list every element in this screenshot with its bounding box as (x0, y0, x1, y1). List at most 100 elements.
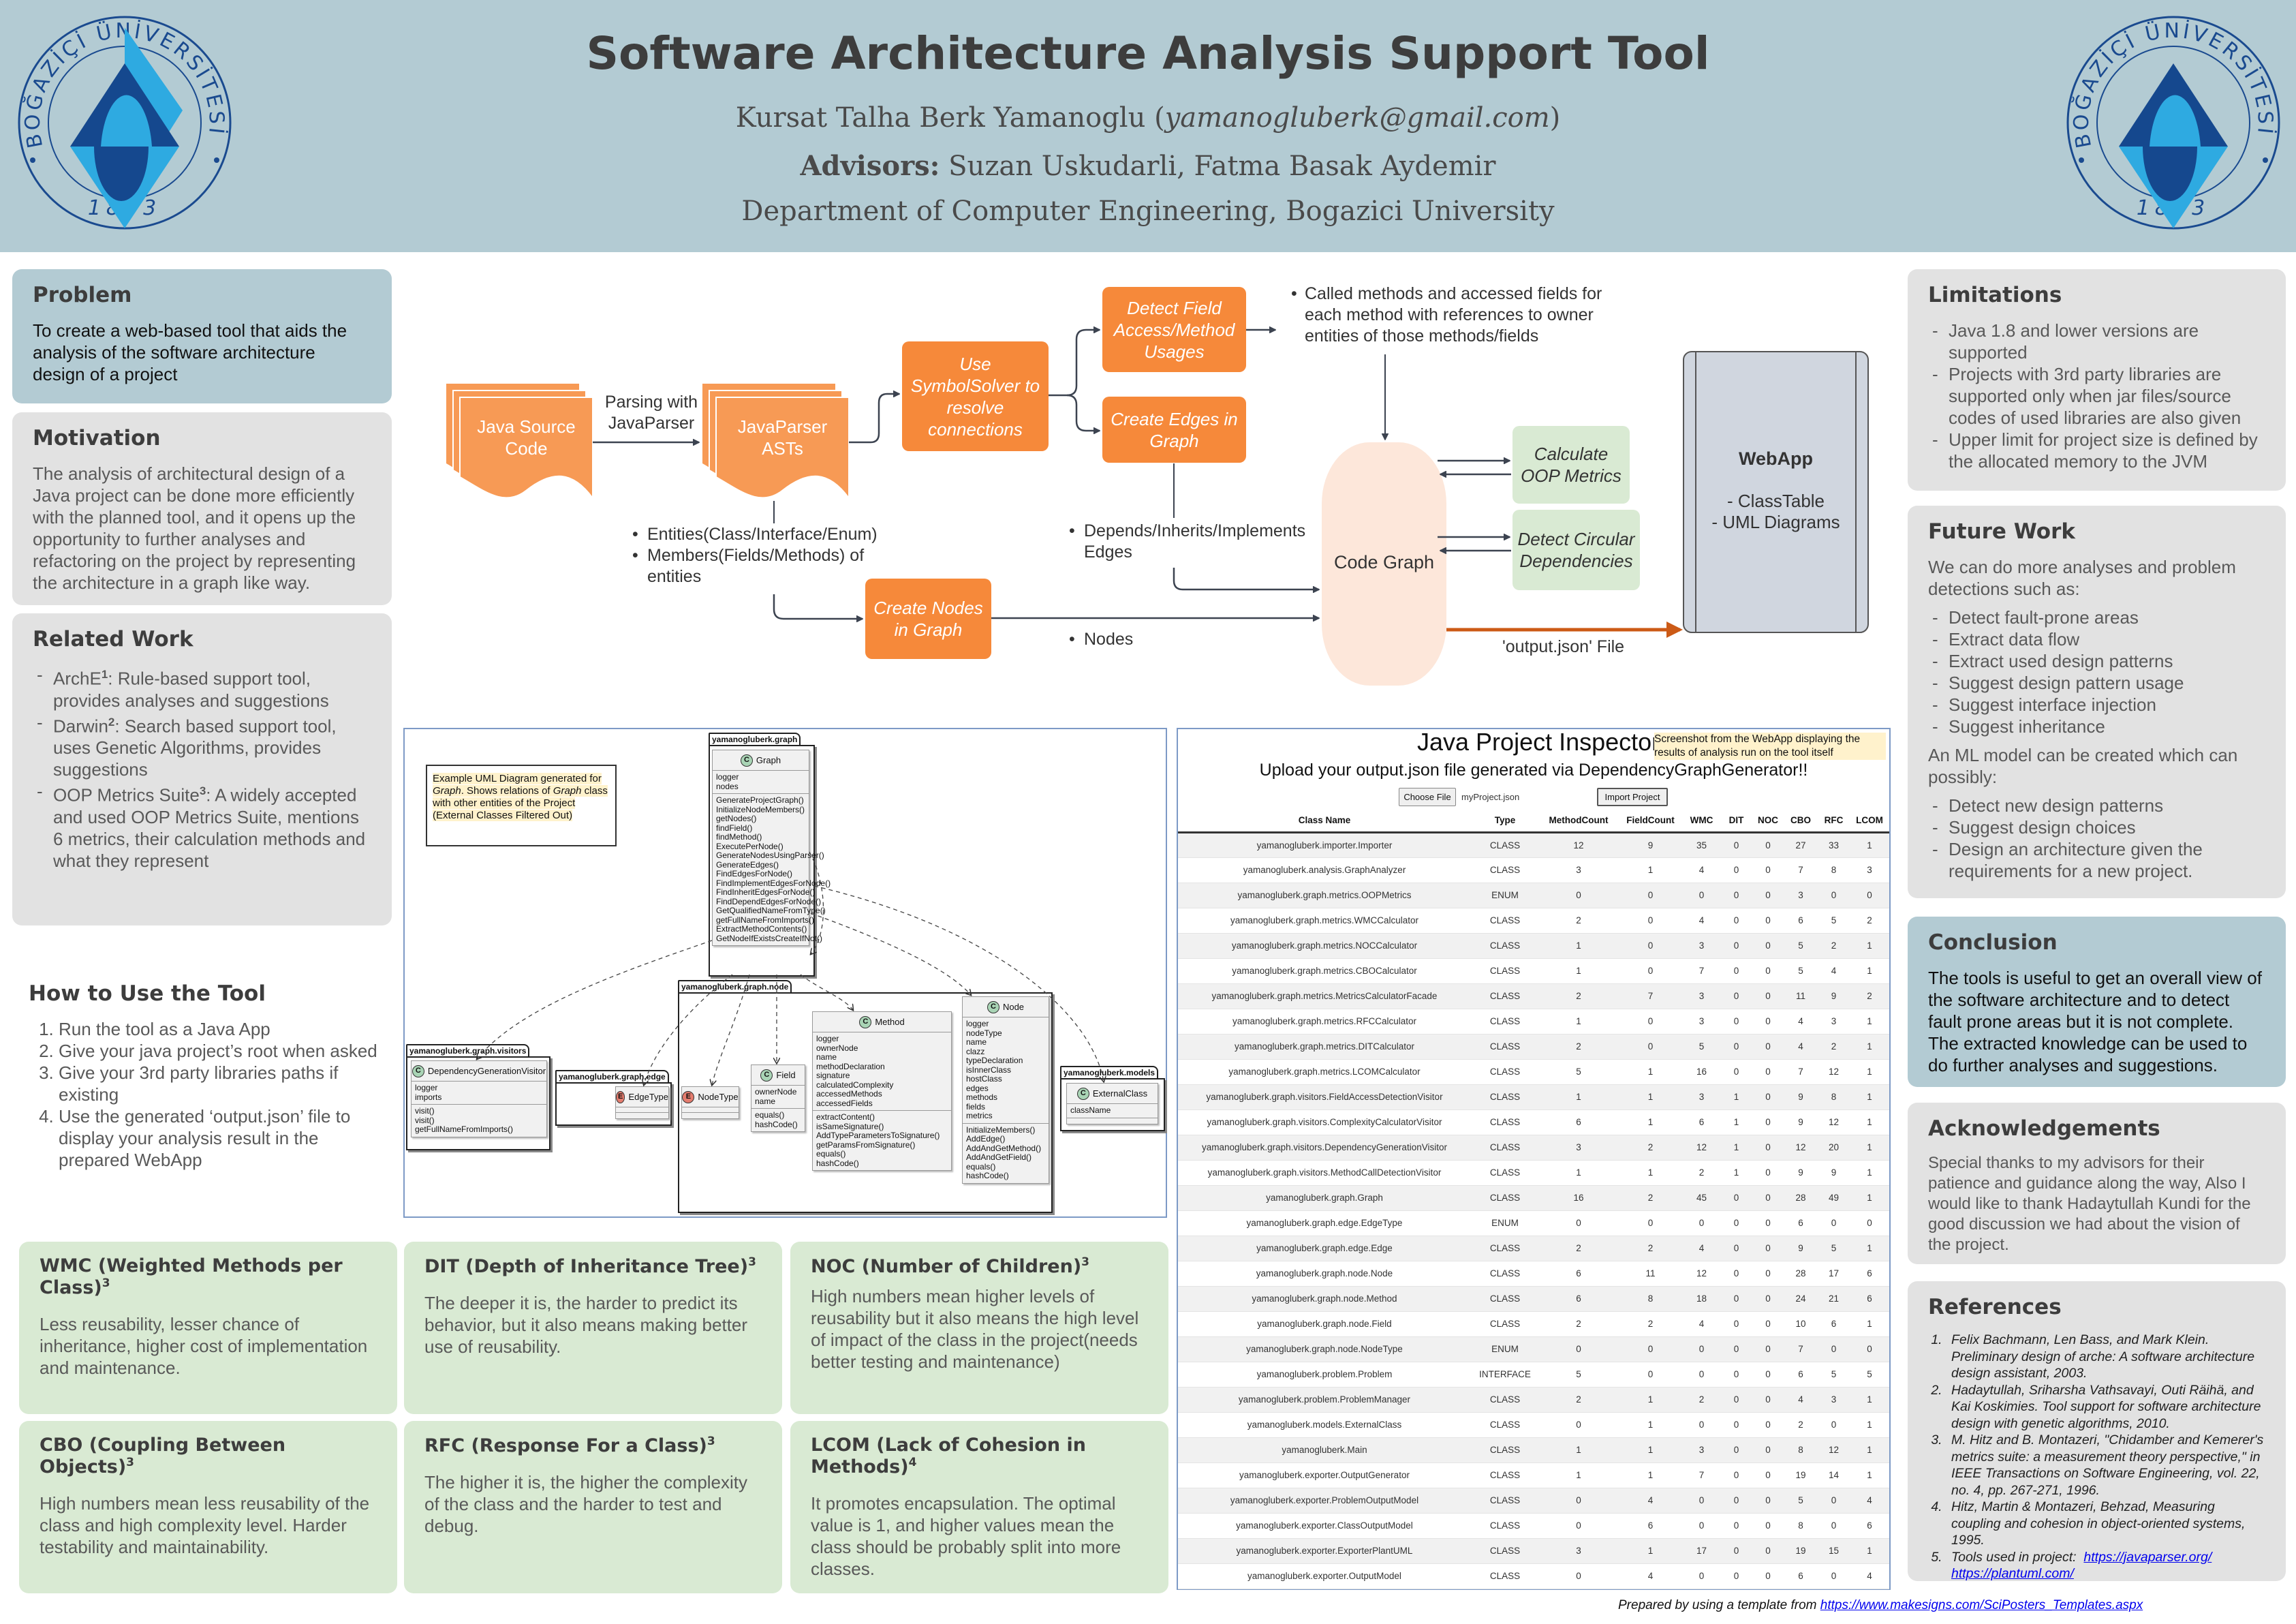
metric-cell: CLASS (1471, 1084, 1539, 1110)
plantuml-link[interactable]: https://plantuml.com/ (1951, 1566, 2074, 1581)
class-field: logger (716, 772, 739, 782)
class-name-cell: yamanogluberk.graph.metrics.DITCalculato… (1178, 1034, 1471, 1060)
related-work-item: OOP Metrics Suite3: A widely accepted an… (33, 780, 371, 872)
label-text: Nodes (1084, 630, 1134, 649)
metric-cell: 1 (1850, 1059, 1889, 1085)
advisors-label: Advisors: (800, 150, 940, 182)
advisors-names: Suzan Uskudarli, Fatma Basak Aydemir (948, 151, 1496, 182)
class-name-cell: yamanogluberk.Main (1178, 1437, 1471, 1463)
metric-cell: CLASS (1471, 958, 1539, 984)
class-method: ExtractMethodContents() (716, 924, 807, 934)
metric-cell: CLASS (1471, 1488, 1539, 1514)
metric-cell: 0 (1752, 1109, 1784, 1135)
class-method: findMethod() (716, 832, 762, 842)
class-method: hashCode() (755, 1119, 798, 1129)
class-field: nodeType (966, 1028, 1002, 1038)
metric-text: Less reusability, lesser chance of inher… (40, 1314, 368, 1378)
metric-cell: 0 (1720, 1210, 1752, 1236)
metric-cell: 0 (1720, 1362, 1752, 1388)
references-section: References Felix Bachmann, Len Bass, and… (1908, 1281, 2286, 1581)
metric-cell: 0 (1752, 1084, 1784, 1110)
metric-cell: 12 (1683, 1261, 1720, 1287)
class-field: logger (415, 1083, 438, 1092)
class-method: GetNodeIfExistsCreateIfNot() (716, 933, 823, 943)
uml-note: Example UML Diagram generated for Graph.… (426, 765, 617, 846)
metric-cell: CLASS (1471, 1412, 1539, 1438)
metric-cell: 1 (1850, 1185, 1889, 1211)
detect-field-access-node: Detect Field Access/Method Usages (1102, 287, 1246, 372)
metric-cell: 5 (1539, 1059, 1618, 1085)
metric-cell: 0 (1618, 1210, 1683, 1236)
metric-cell: 0 (1539, 1336, 1618, 1362)
metric-cell: CLASS (1471, 1185, 1539, 1211)
metric-cell: 5 (1784, 958, 1818, 984)
metric-cell: CLASS (1471, 1286, 1539, 1312)
class-name-cell: yamanogluberk.graph.visitors.FieldAccess… (1178, 1084, 1471, 1110)
metric-cell: 2 (1683, 1387, 1720, 1413)
metric-cell: 5 (1784, 933, 1818, 959)
metric-cell: 12 (1818, 1437, 1850, 1463)
class-method: visit() (415, 1115, 435, 1125)
metric-cell: 1 (1539, 1462, 1618, 1488)
import-project-button[interactable]: Import Project (1597, 788, 1668, 806)
inspector-title: Java Project Inspector (1417, 728, 1660, 756)
class-badge-icon: C (412, 1064, 424, 1077)
webapp-shape (1683, 351, 1869, 633)
section-title: Acknowledgements (1928, 1116, 2160, 1141)
metric-cell: 0 (1720, 857, 1752, 883)
metric-cell: 24 (1784, 1286, 1818, 1312)
metric-cell: CLASS (1471, 1513, 1539, 1539)
metric-cell: 2 (1539, 1034, 1618, 1060)
metric-cell: 1 (1850, 1538, 1889, 1564)
metric-cell: 8 (1618, 1286, 1683, 1312)
note-text: Graph (433, 785, 461, 797)
ref-marker: 3 (748, 1255, 756, 1269)
metric-cell: 0 (1720, 1437, 1752, 1463)
choose-file-button[interactable]: Choose File (1399, 788, 1456, 806)
motivation-section: Motivation The analysis of architectural… (12, 412, 392, 605)
javaparser-link[interactable]: https://javaparser.org/ (2083, 1549, 2212, 1565)
label-text: Members(Fields/Methods) of entities (647, 546, 865, 586)
metric-cell: 1 (1618, 857, 1683, 883)
footer-text: Prepared by using a template from (1618, 1598, 1820, 1612)
metric-cell: 1 (1618, 1387, 1683, 1413)
metric-cell: 0 (1720, 908, 1752, 934)
limitation-item: Java 1.8 and lower versions are supporte… (1928, 320, 2265, 363)
metric-cell: 2 (1784, 1412, 1818, 1438)
metric-cell: 1 (1720, 1084, 1752, 1110)
metric-cell: 0 (1720, 933, 1752, 959)
future-work-section: Future Work We can do more analyses and … (1908, 506, 2286, 898)
metric-cell: 1 (1539, 933, 1618, 959)
template-link[interactable]: https://www.makesigns.com/SciPosters_Tem… (1820, 1598, 2143, 1612)
ml-item: Suggest design choices (1928, 816, 2265, 838)
metric-cell: 0 (1618, 1009, 1683, 1035)
metric-cell: 0 (1720, 1236, 1752, 1261)
table-row: yamanogluberk.graph.metrics.CBOCalculato… (1178, 958, 1889, 984)
class-name-cell: yamanogluberk.graph.visitors.ComplexityC… (1178, 1109, 1471, 1135)
metric-cell: CLASS (1471, 933, 1539, 959)
class-field: signature (816, 1071, 850, 1080)
class-name-cell: yamanogluberk.graph.visitors.MethodCallD… (1178, 1160, 1471, 1186)
metric-cell: 0 (1539, 1210, 1618, 1236)
advisors-line: Advisors: Suzan Uskudarli, Fatma Basak A… (0, 150, 2296, 182)
metric-cell: 6 (1850, 1261, 1889, 1287)
metric-cell: 6 (1539, 1261, 1618, 1287)
metric-cell: 0 (1752, 832, 1784, 858)
metric-cell: 0 (1720, 1185, 1752, 1211)
metric-cell: INTERFACE (1471, 1362, 1539, 1388)
metric-cell: 1 (1850, 1160, 1889, 1186)
poster-header: BOĞAZİÇİ ÜNİVERSİTESİ 1863 BOĞAZİÇİ ÜNİV… (0, 0, 2296, 252)
class-name-cell: yamanogluberk.graph.edge.EdgeType (1178, 1210, 1471, 1236)
metric-title: CBO (Coupling Between Objects) (40, 1435, 286, 1477)
